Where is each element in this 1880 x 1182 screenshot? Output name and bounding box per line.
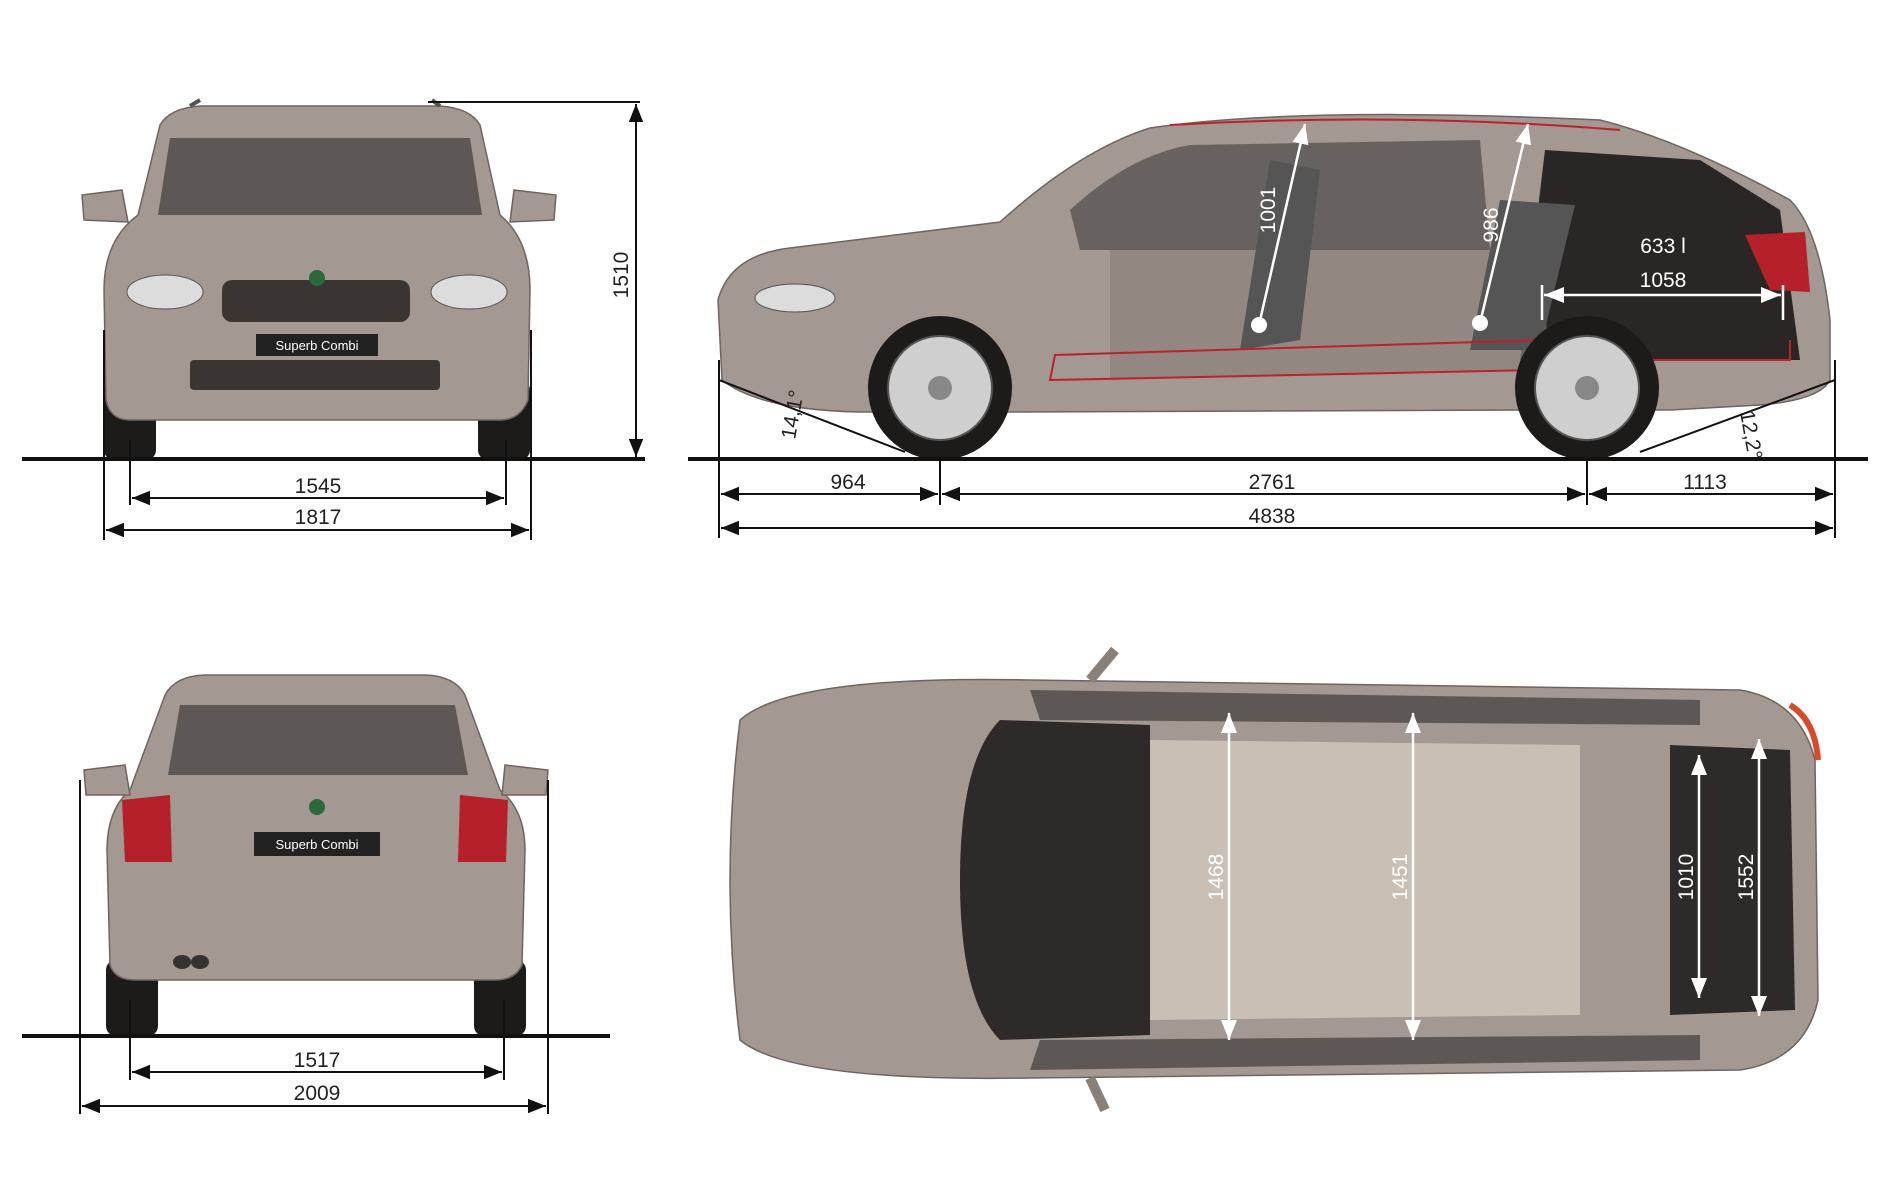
front-headroom-label: 1001 [1257, 187, 1280, 234]
car-rear-illustration: Superb Combi [83, 674, 549, 1036]
car-top-illustration [729, 646, 1821, 1113]
rear-view: Superb Combi 1517 2009 [22, 674, 610, 1114]
front-overhang-label: 964 [830, 471, 865, 494]
length-label: 4838 [1249, 505, 1296, 528]
front-track-label: 1545 [295, 475, 342, 498]
rear-badge: Superb Combi [275, 837, 358, 852]
rear-overhang-label: 1113 [1683, 471, 1727, 494]
top-view: 1468 1451 1010 1552 [729, 646, 1821, 1113]
boot-width-label: 1552 [1735, 854, 1758, 901]
front-badge: Superb Combi [275, 338, 358, 353]
car-front-illustration: Superb Combi [81, 98, 557, 460]
car-side-illustration [717, 113, 1831, 460]
rear-headroom-label: 986 [1480, 207, 1503, 242]
front-view: Superb Combi 1510 1545 1817 [22, 98, 645, 540]
boot-width-arches-label: 1010 [1675, 854, 1698, 901]
width-label: 1817 [295, 506, 342, 529]
rear-track-label: 1517 [294, 1049, 341, 1072]
wheelbase-label: 2761 [1249, 471, 1296, 494]
boot-volume-label: 633 l [1640, 235, 1686, 258]
front-elbow-width-label: 1468 [1205, 854, 1228, 901]
width-mirrors-label: 2009 [294, 1082, 341, 1105]
rear-elbow-width-label: 1451 [1389, 854, 1412, 901]
height-label: 1510 [610, 252, 633, 299]
side-view: 14,1° 12,2° 964 2761 1113 4838 1001 986 … [688, 113, 1868, 538]
boot-length-label: 1058 [1640, 269, 1687, 292]
departure-angle-label: 12,2° [1735, 409, 1766, 462]
